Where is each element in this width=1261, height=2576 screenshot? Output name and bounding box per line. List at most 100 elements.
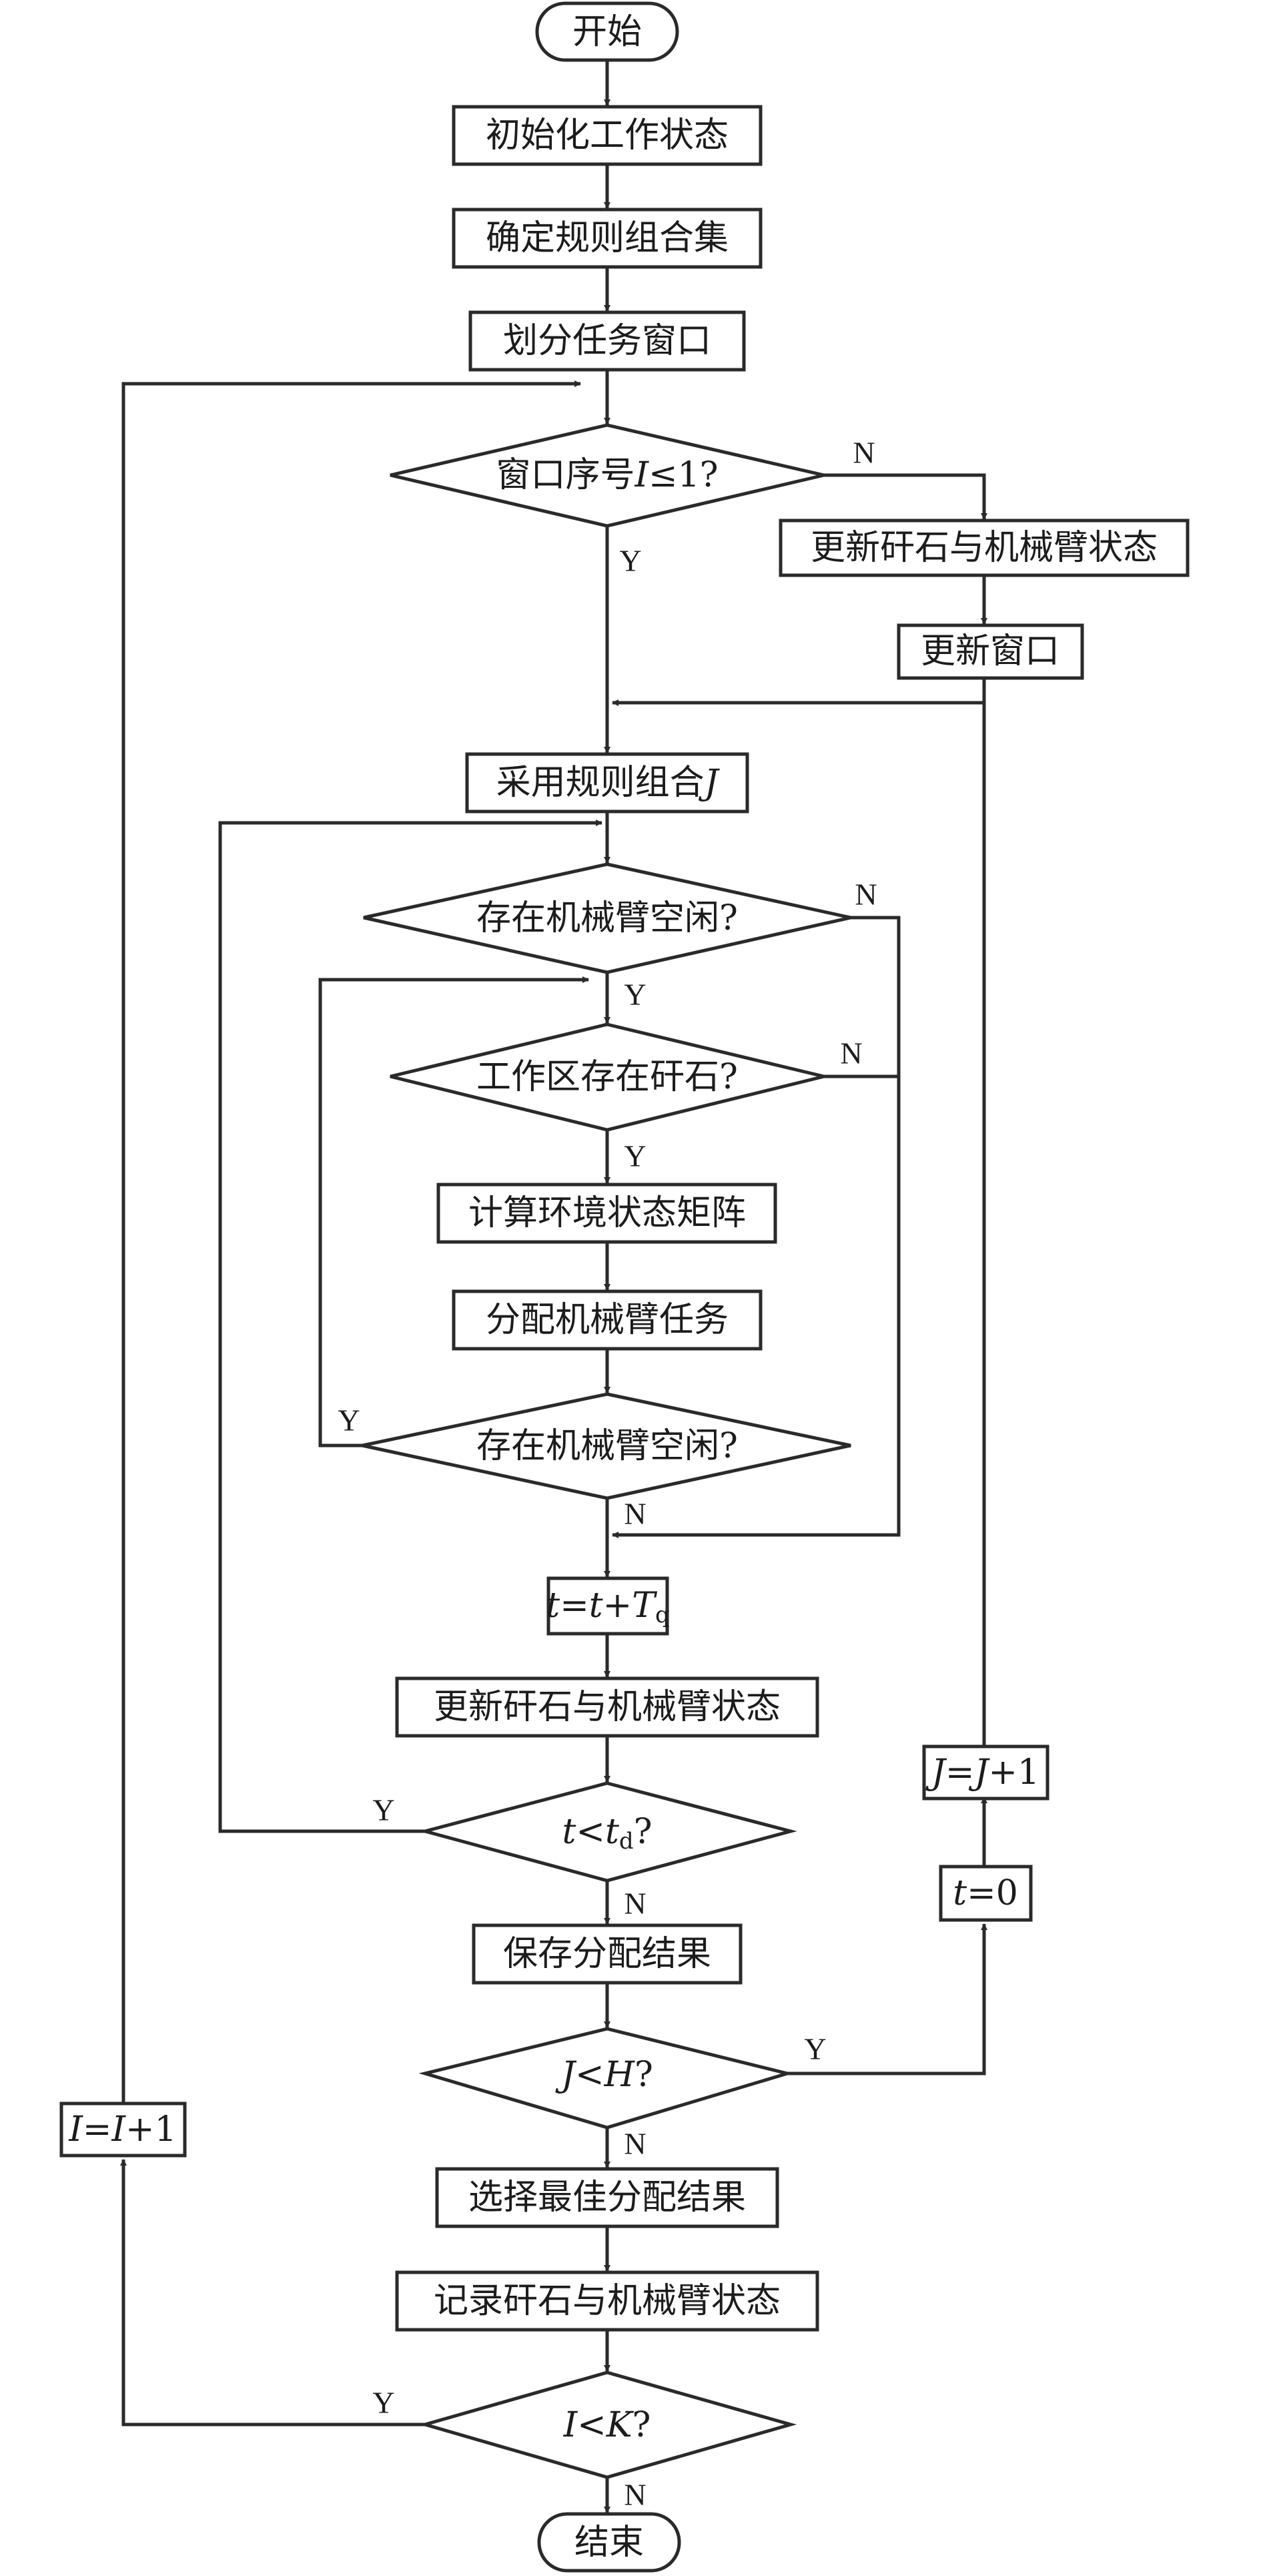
node-determine-rule-set: 确定规则组合集 [452,208,763,269]
node-t-reset: t=0 [939,1865,1033,1922]
time-check-lt: < [576,1812,605,1852]
update-window-label: 更新窗口 [921,631,1060,671]
node-start: 开始 [535,1,679,62]
compute-env-matrix-label: 计算环境状态矩阵 [468,1193,746,1233]
time-check-label: t<td? [562,1812,652,1855]
arrow-windowcheck-no [824,473,987,520]
time-step-T: T [632,1586,657,1626]
node-update-state-mid: 更新矸石与机械臂状态 [395,1676,819,1738]
i-increment-rest: +1 [125,2110,177,2150]
i-check-K: K [606,2405,635,2445]
node-update-state-top: 更新矸石与机械臂状态 [779,519,1190,577]
j-check-q: ? [635,2055,653,2095]
idle1-yes-label: Y [624,978,646,1012]
i-check-yes-label: Y [372,2386,394,2420]
zone-yes-label: Y [624,1139,646,1173]
time-step-sub: q [655,1602,670,1628]
node-init-state: 初始化工作状态 [452,105,763,166]
time-check-t: t [562,1812,576,1852]
node-time-check: t<td? [418,1781,797,1883]
window-check-prefix: 窗口序号 [496,455,635,495]
node-select-best: 选择最佳分配结果 [435,2167,779,2228]
init-state-label: 初始化工作状态 [486,115,729,155]
node-divide-task-window: 划分任务窗口 [468,310,746,372]
time-check-no-label: N [624,1887,646,1921]
j-check-no-label: N [624,2127,646,2161]
j-increment-rest: +1 [988,1752,1039,1793]
i-check-I: I [563,2405,578,2445]
idle2-no-label: N [624,1497,646,1531]
arrow-window-to-main [612,678,986,706]
node-record-state: 记录矸石与机械臂状态 [395,2270,819,2332]
arrow-jcheck-yes [787,1923,987,2075]
node-i-check: I<K? [418,2370,797,2479]
stone-in-zone-check-label: 工作区存在矸石? [476,1057,738,1097]
time-step-rhs: t [589,1586,603,1626]
j-check-label: J<H? [555,2055,653,2095]
window-check-no-label: N [853,436,875,470]
time-step-label: t=t+Tq [546,1586,669,1628]
time-step-lhs: t [546,1586,560,1626]
i-check-lt: < [577,2405,606,2445]
j-increment-label: J=J+1 [925,1752,1039,1793]
adopt-rule-prefix: 采用规则组合 [496,763,705,803]
i-increment-label: I=I+1 [68,2110,176,2150]
arm-idle-check-2-label: 存在机械臂空闲? [476,1426,738,1466]
i-increment-eq: = [83,2110,112,2150]
assign-arm-task-label: 分配机械臂任务 [486,1300,729,1340]
time-step-plus: + [603,1586,633,1626]
record-state-label: 记录矸石与机械臂状态 [434,2281,781,2321]
t-reset-t: t [953,1873,967,1913]
connectors [120,61,987,2513]
arrow-icheck-yes [120,2159,425,2427]
idle1-no-label: N [855,878,877,912]
node-end: 结束 [537,2512,681,2573]
idle2-yes-label: Y [338,1403,360,1437]
node-save-result: 保存分配结果 [472,1923,743,1985]
arrow-iinc-to-top [121,380,581,2102]
j-check-H: H [604,2055,636,2095]
zone-no-label: N [840,1036,862,1070]
i-check-label: I<K? [563,2405,651,2445]
determine-rule-set-label: 确定规则组合集 [486,218,729,258]
divide-task-window-label: 划分任务窗口 [503,321,711,361]
window-check-suffix: ≤1? [649,455,719,495]
node-update-window: 更新窗口 [897,623,1084,680]
j-check-lt: < [575,2055,604,2095]
i-increment-I1: I [68,2110,83,2150]
window-check-yes-label: Y [619,544,641,578]
t-reset-label: t=0 [953,1873,1018,1913]
node-stone-in-zone-check: 工作区存在矸石? [390,1022,825,1132]
window-check-label: 窗口序号I≤1? [496,455,718,495]
select-best-label: 选择最佳分配结果 [468,2178,746,2218]
arrow-timecheck-yes [218,820,602,1833]
branch-labels: N Y N Y N Y Y N Y N Y N Y N [338,436,877,2512]
node-window-check: 窗口序号I≤1? [390,423,825,528]
time-check-td: t [605,1812,619,1852]
update-state-top-label: 更新矸石与机械臂状态 [811,528,1158,568]
update-state-mid-label: 更新矸石与机械臂状态 [434,1687,781,1727]
i-check-q: ? [633,2405,651,2445]
node-time-step: t=t+Tq [546,1576,670,1636]
node-j-increment: J=J+1 [922,1744,1049,1801]
start-label: 开始 [572,12,642,52]
time-step-eq: = [560,1586,589,1626]
save-result-label: 保存分配结果 [503,1934,711,1974]
time-check-q: ? [634,1812,653,1852]
node-arm-idle-check-2: 存在机械臂空闲? [362,1392,851,1500]
node-compute-env-matrix: 计算环境状态矩阵 [436,1183,777,1244]
time-check-sub: d [619,1828,634,1855]
arm-idle-check-1-label: 存在机械臂空闲? [476,898,738,938]
j-check-yes-label: Y [804,2032,826,2066]
time-check-yes-label: Y [372,1793,394,1827]
node-j-check: J<H? [418,2027,794,2130]
adopt-rule-label: 采用规则组合J [496,763,721,803]
arrow-idle1-no [612,916,901,1538]
window-check-var: I [634,455,649,495]
node-adopt-rule: 采用规则组合J [465,752,749,814]
node-assign-arm-task: 分配机械臂任务 [452,1289,763,1351]
i-check-no-label: N [624,2478,646,2512]
t-reset-rest: =0 [967,1873,1018,1913]
